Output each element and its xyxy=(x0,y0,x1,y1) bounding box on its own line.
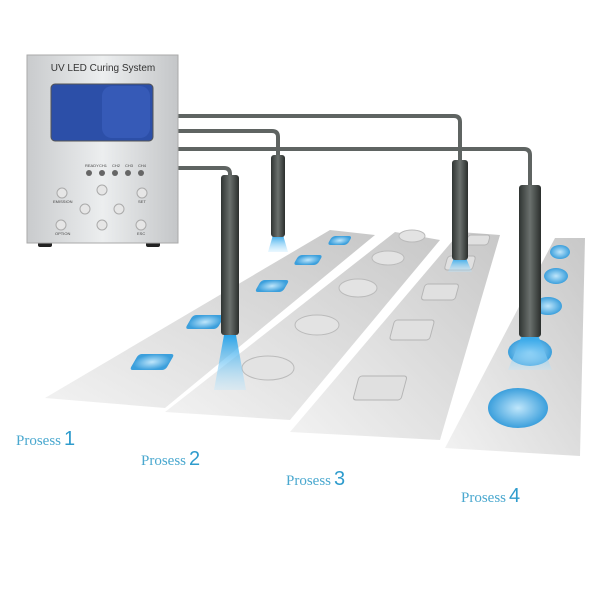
svg-text:CH3: CH3 xyxy=(125,163,134,168)
svg-text:ESC: ESC xyxy=(137,231,145,236)
led-head-2 xyxy=(268,155,288,252)
left-button[interactable] xyxy=(79,203,91,215)
led-head-4 xyxy=(508,185,552,370)
up-button[interactable] xyxy=(96,184,108,196)
cables xyxy=(178,114,532,190)
conveyor-strip-3 xyxy=(290,232,500,440)
svg-text:OPTION: OPTION xyxy=(55,231,70,236)
option-button[interactable] xyxy=(55,219,67,231)
esc-button[interactable] xyxy=(135,219,147,231)
svg-text:SET: SET xyxy=(138,199,146,204)
indicator-leds: READY CH1 CH2 CH3 CH4 xyxy=(85,163,147,176)
svg-text:CH1: CH1 xyxy=(99,163,108,168)
led-head-3 xyxy=(448,160,472,272)
controller-unit: READY CH1 CH2 CH3 CH4 EMISSION SET OPTIO… xyxy=(26,54,179,247)
device-title: UV LED Curing System xyxy=(50,63,156,74)
set-button[interactable] xyxy=(136,187,148,199)
led-head-1 xyxy=(214,175,246,390)
right-button[interactable] xyxy=(113,203,125,215)
conveyor-strip-1 xyxy=(45,230,375,408)
svg-text:CH4: CH4 xyxy=(138,163,147,168)
emission-button[interactable] xyxy=(56,187,68,199)
svg-text:CH2: CH2 xyxy=(112,163,121,168)
down-button[interactable] xyxy=(96,219,108,231)
svg-text:EMISSION: EMISSION xyxy=(53,199,73,204)
svg-text:READY: READY xyxy=(85,163,99,168)
